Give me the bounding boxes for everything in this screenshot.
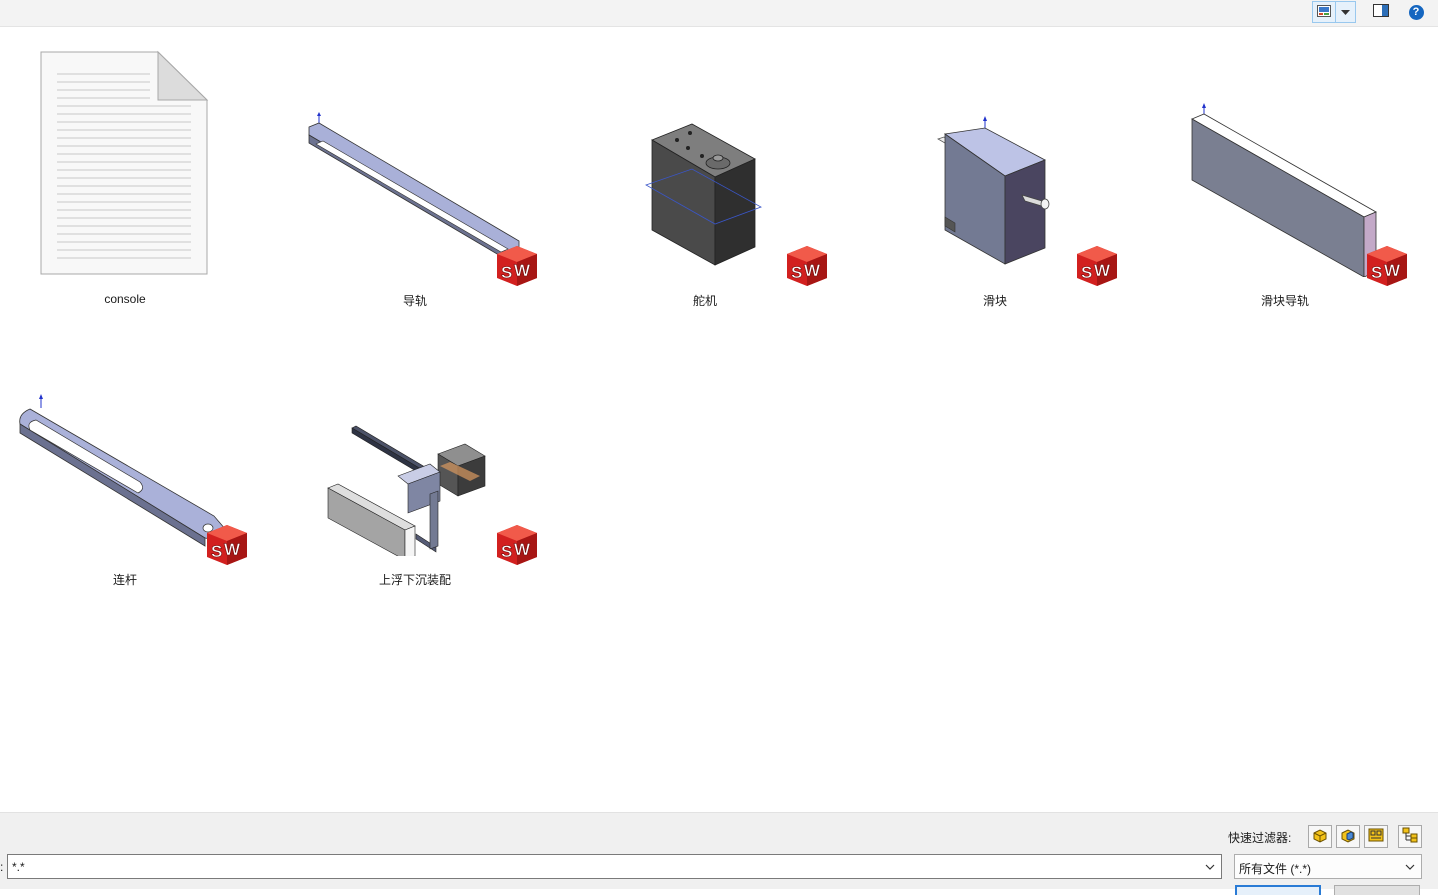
filename-input[interactable] (10, 857, 1194, 876)
svg-text:W: W (804, 261, 821, 280)
file-item-servo[interactable]: S W 舵机 (580, 27, 830, 308)
filter-assemblies-button[interactable] (1336, 825, 1360, 848)
svg-text:S: S (791, 263, 802, 282)
solidworks-badge-icon: S W (207, 525, 247, 565)
filetype-dropdown-button[interactable] (1403, 858, 1417, 875)
solidworks-badge-icon: S W (497, 525, 537, 565)
view-mode-dropdown[interactable] (1336, 1, 1356, 23)
part-preview-guide-rail (308, 112, 520, 262)
part-preview-link-rod (19, 394, 227, 547)
text-document-icon (40, 50, 209, 275)
filter-parts-icon (1311, 826, 1329, 847)
view-thumbnails-icon (1317, 4, 1331, 20)
svg-text:S: S (1081, 263, 1092, 282)
filetype-value: 所有文件 (*.*) (1239, 862, 1312, 876)
top-toolbar: ? (0, 0, 1438, 27)
quick-filter-label: 快速过滤器: (1228, 831, 1292, 845)
file-name: 连杆 (112, 573, 137, 587)
svg-text:W: W (1384, 261, 1401, 280)
assembly-preview (327, 425, 486, 556)
filename-dropdown-button[interactable] (1203, 858, 1217, 875)
file-name: console (104, 292, 146, 306)
chevron-down-icon (1205, 864, 1215, 870)
filename-combobox[interactable] (7, 854, 1222, 879)
svg-text:S: S (1371, 263, 1382, 282)
file-item-console[interactable]: console (0, 27, 250, 306)
file-item-slider[interactable]: S W 滑块 (870, 27, 1120, 308)
filter-assemblies-icon (1339, 826, 1357, 847)
file-item-assembly[interactable]: S W 上浮下沉装配 (290, 306, 540, 587)
chevron-down-icon (1405, 864, 1415, 870)
svg-text:W: W (1094, 261, 1111, 280)
file-name: 上浮下沉装配 (378, 573, 451, 587)
cancel-button[interactable] (1334, 885, 1420, 895)
file-thumbnail: S W (870, 27, 1120, 286)
file-thumbnail: S W (290, 27, 540, 286)
solidworks-badge-icon: S W (787, 246, 827, 286)
svg-text:S: S (211, 542, 222, 561)
file-thumbnail (0, 27, 250, 277)
filter-top-level-assemblies-button[interactable] (1398, 825, 1422, 848)
solidworks-badge-icon: S W (1077, 246, 1117, 286)
file-name: 舵机 (692, 294, 717, 308)
file-thumbnail: S W (1160, 27, 1410, 286)
file-thumbnail: S W (580, 27, 830, 286)
file-item-slider-rail[interactable]: S W 滑块导轨 (1160, 27, 1410, 308)
file-thumbnail: S W (290, 306, 540, 565)
file-item-link-rod[interactable]: S W 连杆 (0, 306, 250, 587)
file-name: 滑块导轨 (1260, 294, 1309, 308)
file-name: 滑块 (982, 294, 1007, 308)
part-preview-servo (645, 123, 762, 266)
filter-drawings-button[interactable] (1364, 825, 1388, 848)
filter-drawings-icon (1367, 826, 1385, 847)
svg-text:W: W (514, 540, 531, 559)
part-preview-slider (937, 116, 1050, 265)
filetype-select[interactable]: 所有文件 (*.*) (1234, 854, 1422, 879)
svg-text:W: W (224, 540, 241, 559)
file-list-area: console S W 导轨 (0, 27, 1438, 812)
chevron-down-icon (1341, 5, 1350, 19)
filename-label-fragment: : (0, 860, 4, 874)
preview-pane-button[interactable] (1370, 1, 1392, 23)
view-mode-button[interactable] (1312, 1, 1336, 23)
preview-pane-icon (1373, 4, 1389, 20)
bottom-panel: 快速过滤器: : 所有文件 (*.*) (0, 812, 1438, 895)
part-preview-slider-rail (1191, 103, 1377, 277)
help-icon: ? (1408, 4, 1424, 20)
svg-text:S: S (501, 263, 512, 282)
file-item-guide-rail[interactable]: S W 导轨 (290, 27, 540, 308)
solidworks-badge-icon: S W (497, 246, 537, 286)
file-name: 导轨 (402, 294, 427, 308)
svg-text:W: W (514, 261, 531, 280)
svg-text:S: S (501, 542, 512, 561)
open-button[interactable] (1235, 885, 1321, 895)
solidworks-badge-icon: S W (1367, 246, 1407, 286)
filter-parts-button[interactable] (1308, 825, 1332, 848)
file-thumbnail: S W (0, 306, 250, 565)
help-button[interactable]: ? (1406, 1, 1426, 23)
filter-top-level-assemblies-icon (1401, 826, 1419, 847)
